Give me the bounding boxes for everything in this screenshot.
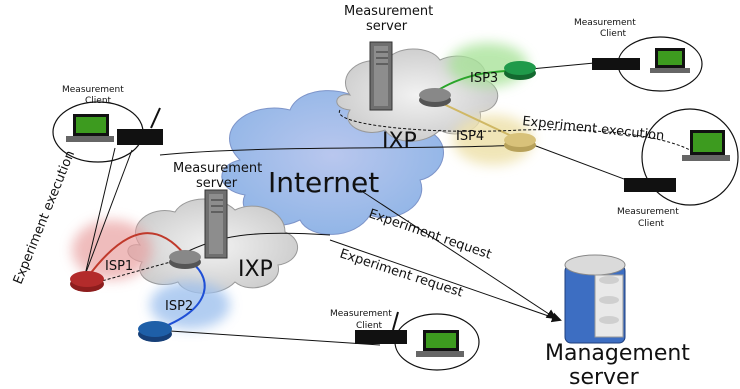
measurement-server-top-label-line2: server bbox=[366, 19, 408, 34]
client-topright-label-line1: Measurement bbox=[574, 18, 636, 28]
client-right-label-line1: Measurement bbox=[617, 207, 679, 217]
ixp-top-label: IXP bbox=[382, 129, 417, 154]
experiment-request-label-2: Experiment request bbox=[338, 247, 465, 301]
isp3-label: ISP3 bbox=[470, 71, 498, 86]
management-server-label-line2: server bbox=[569, 365, 640, 389]
client-bottom-label-line2: Client bbox=[356, 321, 383, 331]
management-server-label-line1: Management bbox=[545, 341, 690, 366]
router-isp2-icon bbox=[138, 321, 172, 342]
client-bottom-label-line1: Measurement bbox=[330, 309, 392, 319]
measurement-server-top bbox=[369, 41, 393, 111]
router-isp3-icon bbox=[504, 61, 536, 80]
client-devices bbox=[66, 48, 730, 357]
experiment-execution-right-label: Experiment execution bbox=[522, 114, 665, 144]
experiment-execution-left-label: Experiment execution bbox=[11, 149, 78, 287]
isp2-label: ISP2 bbox=[165, 299, 193, 314]
ixp-left-label: IXP bbox=[238, 257, 273, 282]
router-isp4-icon bbox=[504, 133, 536, 152]
router-ixp-top-icon bbox=[419, 88, 451, 107]
client-topleft-label-line1: Measurement bbox=[62, 85, 124, 95]
client-topright-label-line2: Client bbox=[600, 29, 627, 39]
management-server bbox=[564, 254, 626, 344]
router-ixp-left-icon bbox=[169, 250, 201, 269]
experiment-request-label-1: Experiment request bbox=[367, 207, 494, 263]
client-topleft-label-line2: Client bbox=[85, 96, 112, 106]
isp4-label: ISP4 bbox=[456, 129, 484, 144]
measurement-server-left-label-line2: server bbox=[196, 176, 238, 191]
internet-label: Internet bbox=[268, 166, 379, 199]
measurement-server-left bbox=[204, 189, 228, 259]
router-isp1-icon bbox=[70, 271, 104, 292]
isp1-label: ISP1 bbox=[105, 259, 133, 274]
measurement-server-top-label-line1: Measurement bbox=[344, 4, 433, 19]
measurement-server-left-label-line1: Measurement bbox=[173, 161, 262, 176]
client-right-label-line2: Client bbox=[638, 219, 665, 229]
